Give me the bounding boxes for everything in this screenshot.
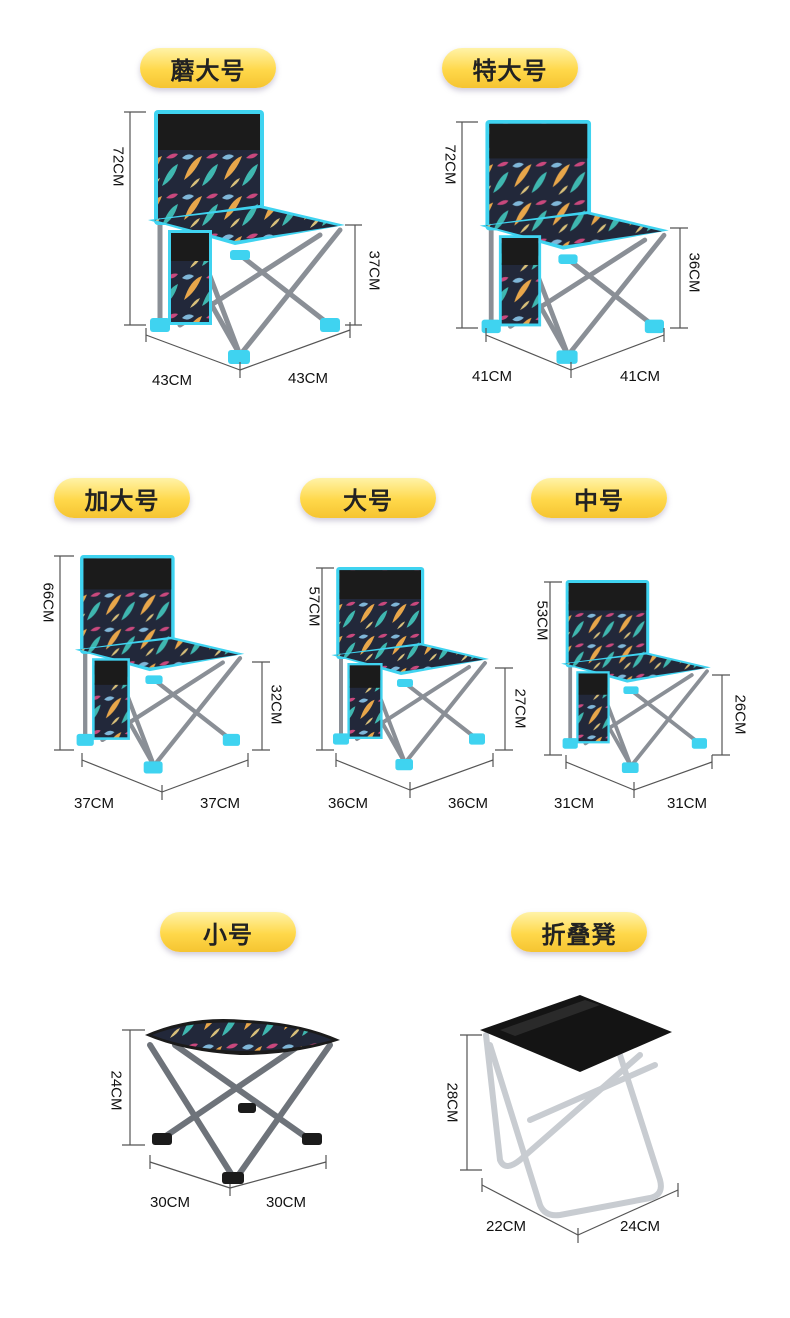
seat-height-dimension: 37CM [365,250,383,291]
width-dimension: 37CM [200,795,241,812]
width-dimension: 43CM [288,370,329,387]
depth-dimension: 37CM [74,795,115,812]
chair-image [75,555,244,773]
depth-dimension: 41CM [472,368,513,385]
width-dimension: 24CM [620,1218,661,1235]
seat-height-dimension: 36CM [685,252,703,293]
size-label-pill: 中号 [531,478,667,518]
depth-dimension: 22CM [486,1218,527,1235]
height-dimension: 72CM [441,144,459,185]
chair-image [148,110,345,364]
dimension-lines [54,111,730,1243]
height-dimension: 28CM [443,1082,461,1123]
height-dimension: 66CM [39,582,57,623]
black-stool-image [480,995,672,1219]
seat-height-dimension: 27CM [511,688,529,729]
depth-dimension: 43CM [152,372,193,389]
size-label-pill: 大号 [300,478,436,518]
size-label-pill: 折叠凳 [511,912,647,952]
size-label-pill: 蘑大号 [140,48,276,88]
height-dimension: 24CM [107,1070,125,1111]
depth-dimension: 31CM [554,795,595,812]
width-dimension: 41CM [620,368,661,385]
size-label-pill: 加大号 [54,478,190,518]
chair-image [331,567,489,770]
height-dimension: 53CM [533,600,551,641]
small-stool-image [145,1019,340,1184]
chair-image [480,120,669,364]
depth-dimension: 36CM [328,795,369,812]
height-dimension: 72CM [109,146,127,187]
size-label-pill: 特大号 [442,48,578,88]
seat-height-dimension: 32CM [267,684,285,725]
width-dimension: 31CM [667,795,708,812]
height-dimension: 57CM [305,586,323,627]
depth-dimension: 30CM [150,1194,191,1211]
width-dimension: 30CM [266,1194,307,1211]
size-label-pill: 小号 [160,912,296,952]
chair-image [559,578,713,775]
seat-height-dimension: 26CM [731,694,749,735]
width-dimension: 36CM [448,795,489,812]
